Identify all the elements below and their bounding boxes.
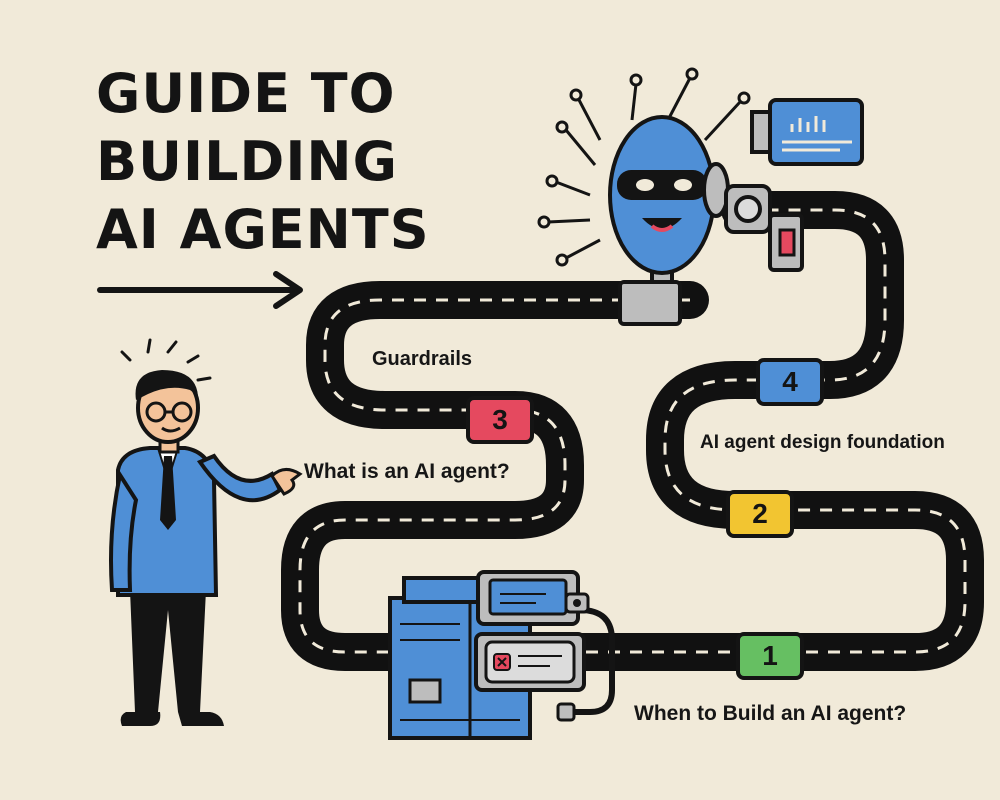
title-line-1: GUIDE TO (96, 62, 396, 125)
page-title: GUIDE TO BUILDING AI AGENTS (96, 60, 430, 264)
step-label-4: Guardrails (372, 348, 473, 370)
step-label-1: When to Build an AI agent? (634, 702, 907, 725)
step-badge-3: 3 (466, 396, 534, 444)
step-badge-4: 4 (756, 358, 824, 406)
road-path (281, 191, 984, 671)
robot-icon (537, 67, 804, 326)
step-badge-1: 1 (736, 632, 804, 680)
title-line-2: BUILDING (96, 130, 398, 193)
arrow-right-icon (97, 271, 303, 309)
presenter-figure (109, 338, 303, 726)
step-badge-2: 2 (726, 490, 794, 538)
step-label-2: AI agent design foundation (700, 432, 945, 453)
server-icon (388, 570, 615, 740)
title-line-3: AI AGENTS (96, 198, 430, 261)
monitor-icon (750, 98, 864, 166)
step-label-3: What is an AI agent? (304, 460, 510, 483)
